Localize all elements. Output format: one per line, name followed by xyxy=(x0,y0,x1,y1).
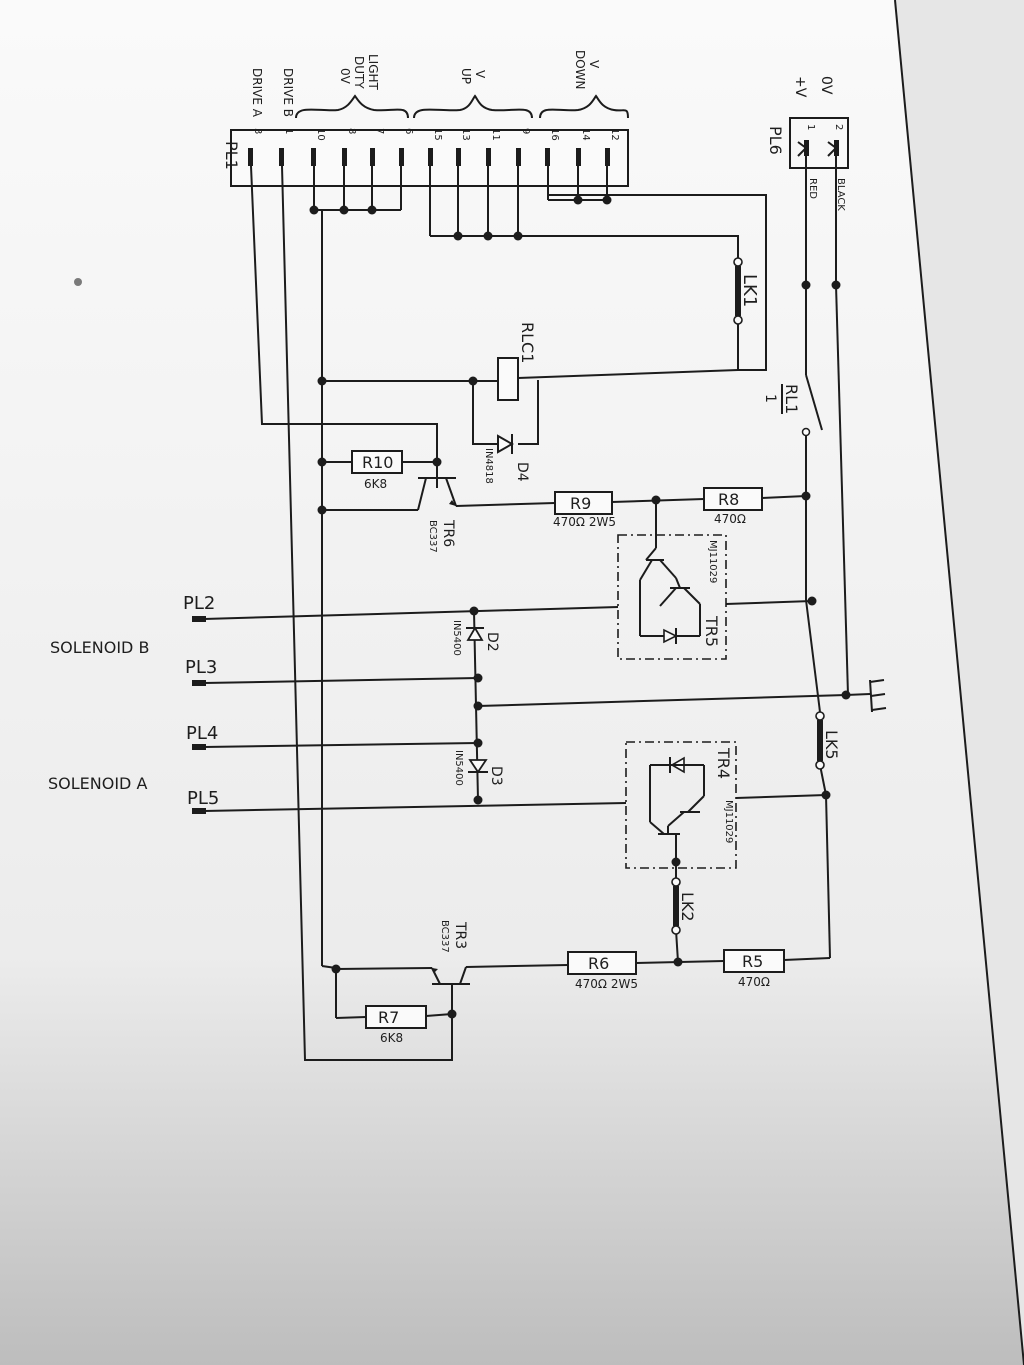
v-up-label: UP xyxy=(459,68,473,84)
tr4-darlington: TR4 MJ11029 xyxy=(625,741,737,869)
tr5-darlington: TR5 MJ11029 xyxy=(617,534,727,660)
pin-number: 3 xyxy=(252,128,263,134)
pl1-label: PL1 xyxy=(222,141,241,170)
supply-0v-label: 0V xyxy=(818,76,834,95)
pin-number: 7 xyxy=(374,128,385,134)
tr4-label: TR4 xyxy=(714,747,733,779)
pin-number: 16 xyxy=(549,128,560,141)
rlc1-coil: RLC1 xyxy=(497,322,537,401)
r5-value: 470Ω xyxy=(738,975,770,989)
output-connectors: PL2 PL3 PL4 PL5 xyxy=(183,593,219,814)
pin-number: 12 xyxy=(609,128,620,141)
tr3-transistor: TR3 BC337 xyxy=(431,920,470,988)
drive-b-label: DRIVE B xyxy=(281,68,295,117)
v-up-label: V xyxy=(473,70,487,79)
lk1-link: LK1 xyxy=(733,257,760,325)
rlc1-label: RLC1 xyxy=(518,322,537,363)
d2-diode: D2 IN5400 xyxy=(451,620,500,656)
junction-dots xyxy=(309,195,851,1019)
supply-plus-label: +V xyxy=(792,76,808,98)
d4-label: D4 xyxy=(514,462,530,482)
pin-number: 6 xyxy=(403,128,414,134)
tr5-part: MJ11029 xyxy=(707,540,718,583)
d2-label: D2 xyxy=(484,632,500,652)
pl2-label: PL2 xyxy=(183,593,215,614)
r9-label: R9 xyxy=(570,494,591,513)
r9-resistor: R9 470Ω 2W5 xyxy=(553,491,616,529)
tr6-transistor: TR6 BC337 xyxy=(417,462,457,553)
pl3-label: PL3 xyxy=(185,657,217,678)
v-down-label: DOWN xyxy=(573,50,587,90)
d4-part: IN4818 xyxy=(483,448,494,484)
punch-mark xyxy=(74,278,82,286)
pin-number: 8 xyxy=(346,128,357,134)
light-duty-label: DUTY xyxy=(352,56,366,89)
d3-label: D3 xyxy=(488,766,504,786)
r7-label: R7 xyxy=(378,1008,399,1027)
tr3-label: TR3 xyxy=(452,921,468,949)
r5-label: R5 xyxy=(742,952,763,971)
red-wire-label: RED xyxy=(807,178,818,199)
pl4-label: PL4 xyxy=(186,723,218,744)
pl6-connector: 2 1 PL6 0V +V BLACK RED xyxy=(766,76,849,211)
r6-resistor: R6 470Ω 2W5 xyxy=(567,951,638,991)
pl6-pin-2: 2 xyxy=(833,124,844,130)
r8-label: R8 xyxy=(718,490,739,509)
rl1-sub: 1 xyxy=(762,394,778,403)
r10-value: 6K8 xyxy=(364,477,387,491)
solenoid-a-label: SOLENOID A xyxy=(48,774,147,793)
r7-resistor: R7 6K8 xyxy=(365,1005,427,1045)
rl1-contact: RL1 1 xyxy=(762,384,811,437)
tr3-part: BC337 xyxy=(439,920,450,953)
r10-resistor: R10 6K8 xyxy=(351,450,403,491)
pl6-pin-1: 1 xyxy=(805,124,816,130)
d3-diode: D3 IN5400 xyxy=(453,750,504,786)
lk5-link: LK5 xyxy=(815,711,841,770)
pin-number: 14 xyxy=(580,128,591,141)
solenoid-b-label: SOLENOID B xyxy=(50,638,149,657)
pin-number: 1 xyxy=(283,128,294,134)
black-wire-label: BLACK xyxy=(835,178,846,211)
d3-part: IN5400 xyxy=(453,750,464,786)
r7-value: 6K8 xyxy=(380,1031,403,1045)
d4-diode: D4 IN4818 xyxy=(483,434,530,484)
v-down-label: V xyxy=(587,60,601,69)
d2-part: IN5400 xyxy=(451,620,462,656)
light-duty-label: 0V xyxy=(338,68,352,85)
pin-number: 9 xyxy=(520,128,531,134)
pin-number: 11 xyxy=(490,128,501,141)
pin-number: 13 xyxy=(460,128,471,141)
pl1-pin-marks xyxy=(248,148,610,166)
lk1-label: LK1 xyxy=(739,274,760,307)
r6-value: 470Ω 2W5 xyxy=(575,977,638,991)
lk2-link: LK2 xyxy=(671,877,697,935)
r9-value: 470Ω 2W5 xyxy=(553,515,616,529)
pin-number: 10 xyxy=(315,128,326,141)
tr6-part: BC337 xyxy=(427,520,438,553)
lk5-label: LK5 xyxy=(822,730,841,760)
r5-resistor: R5 470Ω xyxy=(723,949,785,989)
r8-resistor: R8 470Ω xyxy=(703,487,763,526)
r8-value: 470Ω xyxy=(714,512,746,526)
tr6-label: TR6 xyxy=(440,519,456,547)
light-duty-label: LIGHT xyxy=(366,54,380,91)
rl1-label: RL1 xyxy=(782,384,801,414)
pl6-label: PL6 xyxy=(766,126,785,155)
lk2-label: LK2 xyxy=(678,892,697,922)
tr4-part: MJ11029 xyxy=(723,800,734,843)
tr5-label: TR5 xyxy=(702,615,721,647)
pin-number: 15 xyxy=(432,128,443,141)
drive-a-label: DRIVE A xyxy=(250,68,264,118)
r10-label: R10 xyxy=(362,453,393,472)
r6-label: R6 xyxy=(588,954,609,973)
pl1-group-labels: V DOWN V UP LIGHT DUTY 0V DRIVE B DRIVE … xyxy=(250,50,601,118)
pl1-connector: 12 14 16 9 11 13 15 6 7 8 10 1 3 PL1 xyxy=(222,128,629,187)
wiring xyxy=(203,156,887,1061)
pl5-label: PL5 xyxy=(187,788,219,809)
